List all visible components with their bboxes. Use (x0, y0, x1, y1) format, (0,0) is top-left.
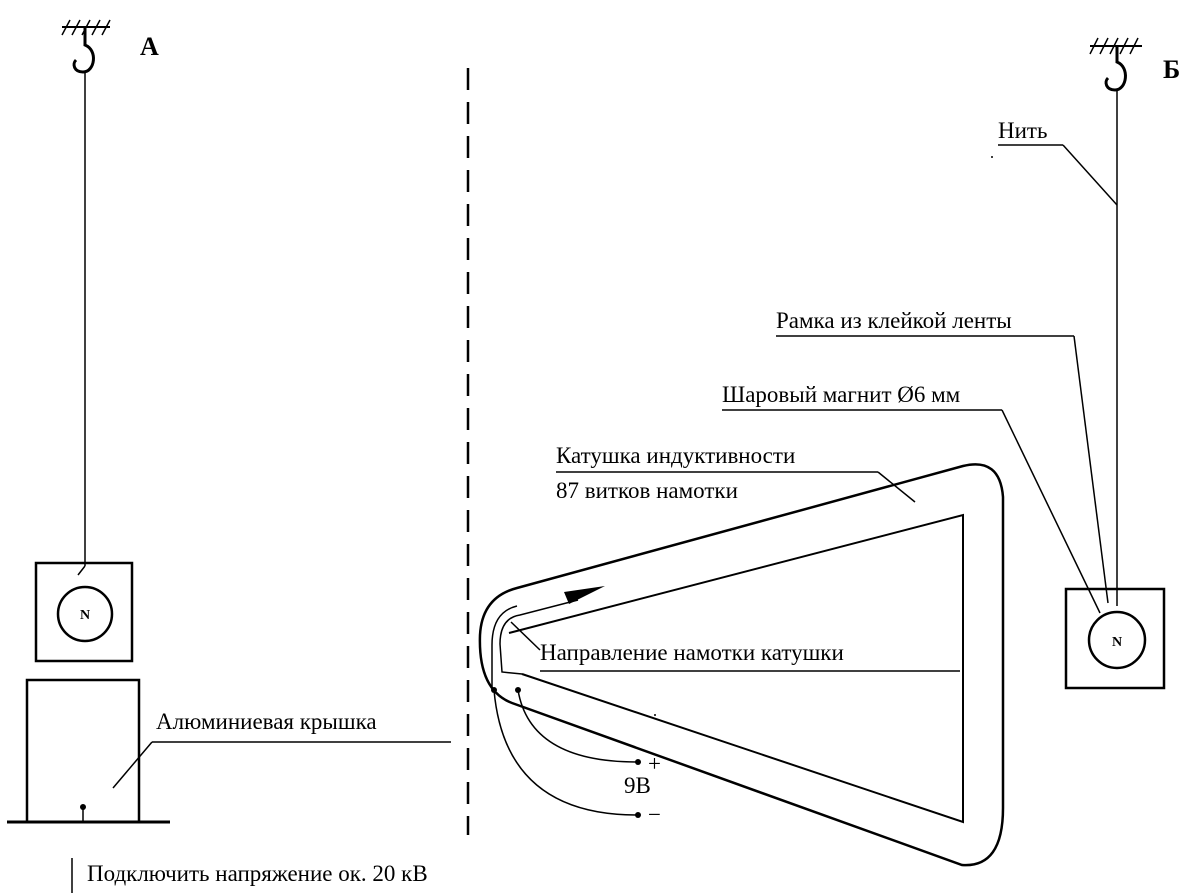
winding-direction-arrow (564, 586, 605, 604)
winding-track-outer (491, 605, 518, 688)
aluminum-lid (25, 678, 141, 824)
plus-terminal (635, 759, 641, 765)
minus-terminal (635, 812, 641, 818)
dot-mark-2 (654, 714, 656, 716)
label-coil-line1: Катушка индуктивности (556, 443, 795, 468)
label-thread: Нить (998, 118, 1047, 143)
coil-pointer (877, 471, 916, 503)
magnet-pole-b: N (1112, 635, 1122, 650)
label-voltage: Подключить напряжение ок. 20 кВ (87, 861, 428, 886)
ball-magnet-pointer (1001, 409, 1101, 614)
coil-outer-outline (478, 463, 1005, 867)
lid-pointer (112, 741, 153, 789)
dot-mark (991, 156, 993, 158)
plus-sign: + (648, 751, 661, 776)
label-battery: 9В (624, 773, 651, 798)
coil-inner-outline (508, 513, 964, 824)
winding-track (499, 599, 579, 675)
setup-a: А N Алюминиевая крышка Подключить напряж… (7, 19, 451, 893)
tape-frame-b (1064, 587, 1166, 690)
setup-b: Б N (654, 37, 1180, 716)
label-winding-direction: Направление намотки катушки (540, 640, 844, 665)
ceiling-mount-a (61, 19, 111, 36)
tape-frame-a (34, 561, 134, 663)
inductance-coil: Направление намотки катушки (478, 463, 1005, 867)
label-letter-a: А (140, 32, 159, 61)
annotations: Нить Рамка из клейкой ленты Шаровый магн… (556, 118, 1118, 614)
magnet-pole-a: N (80, 608, 90, 623)
ceiling-mount-b (1089, 37, 1142, 55)
winding-pointer (510, 621, 541, 651)
label-aluminum-lid: Алюминиевая крышка (156, 709, 377, 734)
thread-pointer (1062, 144, 1118, 206)
minus-sign: − (648, 802, 661, 827)
hook-a-icon (72, 28, 95, 74)
tape-frame-pointer (1073, 335, 1109, 604)
label-coil-line2: 87 витков намотки (556, 478, 738, 503)
battery-leads: + − 9В (491, 687, 661, 827)
ball-magnet-a (56, 585, 114, 643)
label-letter-b: Б (1163, 55, 1180, 84)
hook-b-icon (1104, 47, 1127, 92)
label-tape-frame: Рамка из клейкой ленты (776, 308, 1012, 333)
ball-magnet-b (1087, 610, 1147, 670)
label-ball-magnet: Шаровый магнит Ø6 мм (722, 382, 961, 407)
